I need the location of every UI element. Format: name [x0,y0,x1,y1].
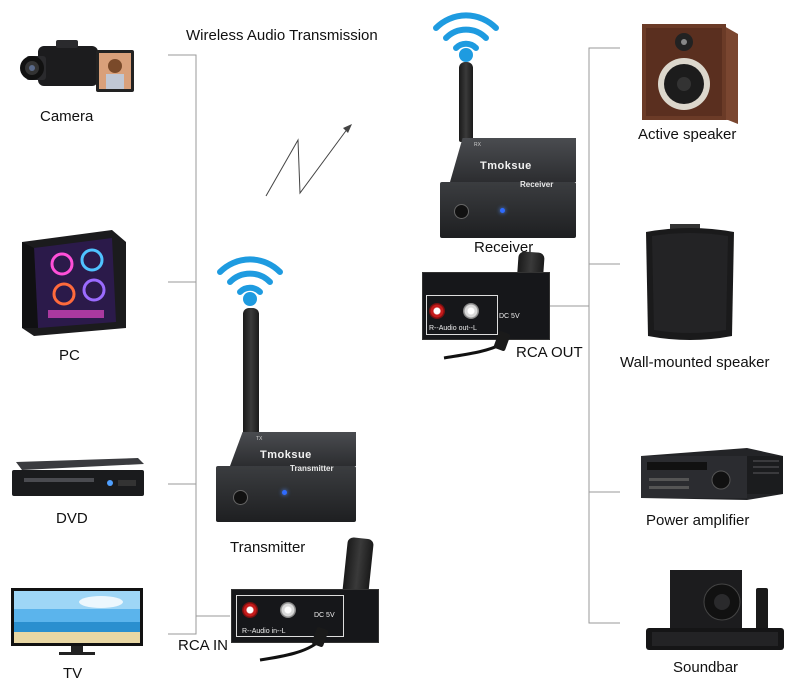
receiver-led [500,208,505,213]
transmitter-rca-red [242,602,258,618]
transmitter-port-label: R--Audio in--L [242,628,286,635]
tv-icon [11,588,143,655]
camera-label: Camera [40,108,94,125]
transmitter-led [282,490,287,495]
receiver-power-cable [443,331,511,360]
transmitter-dc-label: DC 5V [314,612,335,619]
transmitter-rca-white [280,602,296,618]
soundbar-label: Soundbar [673,659,739,676]
receiver-label: Receiver [474,239,534,256]
transmitter-power-button [233,490,248,505]
active-speaker-label: Active speaker [638,126,737,143]
diagram-title: Wireless Audio Transmission [186,27,378,44]
transmitter-device: TX Tmoksue Transmitter [216,432,356,522]
transmitter-antenna [243,308,259,436]
camera-icon [20,40,134,92]
lightning-signal-icon [265,124,352,197]
transmitter-tag: TX [256,436,263,442]
rca-in-label: RCA IN [178,637,229,654]
wall-speaker-icon [646,224,734,340]
transmitter-label: Transmitter [230,539,306,556]
dvd-label: DVD [56,510,88,527]
rca-out-label: RCA OUT [516,344,583,361]
wall-speaker-label: Wall-mounted speaker [620,354,770,371]
transmitter-device-text: Transmitter [290,464,334,473]
power-amplifier-icon [641,448,783,500]
receiver-rca-red [429,303,445,319]
receiver-antenna [459,62,473,142]
active-speaker-icon [642,24,738,124]
receiver-power-button [454,204,469,219]
receiver-brand: Tmoksue [480,160,532,172]
wifi-icon [433,12,499,62]
receiver-tag: RX [474,142,481,148]
transmitter-brand: Tmoksue [260,449,312,461]
pc-icon [22,230,126,336]
dvd-player-icon [12,458,144,496]
receiver-rca-white [463,303,479,319]
tv-label: TV [63,665,83,682]
power-amplifier-label: Power amplifier [646,512,750,529]
receiver-dc-label: DC 5V [499,313,520,320]
receiver-device: RX Tmoksue Receiver [440,138,576,238]
pc-label: PC [59,347,80,364]
soundbar-icon [646,570,784,650]
transmitter-back-panel: R--Audio in--L DC 5V [231,589,379,643]
receiver-port-label: R--Audio out--L [429,325,477,332]
source-bracket-line [168,54,197,635]
wifi-icon [217,256,283,306]
output-bracket-line [588,47,620,624]
transmitter-power-cable [259,627,329,662]
receiver-device-text: Receiver [520,180,554,189]
receiver-back-panel: R--Audio out--L DC 5V [422,272,550,340]
